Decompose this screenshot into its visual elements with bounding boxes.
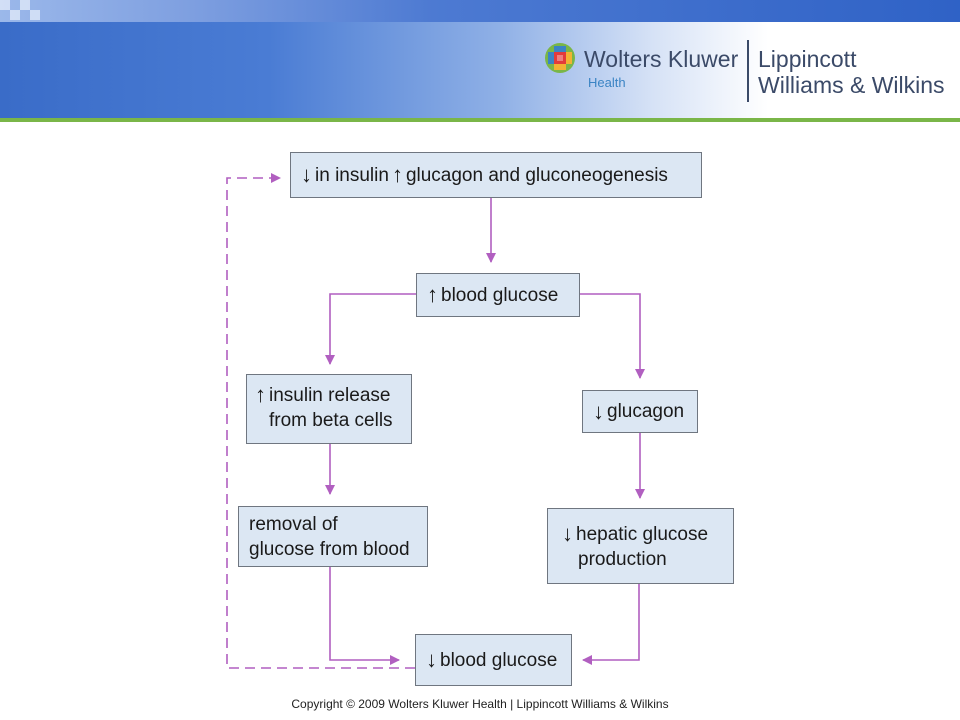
node-blood-glucose-increase: ↑ blood glucose <box>416 273 580 317</box>
down-arrow-icon: ↓ <box>593 398 604 424</box>
node-text-line: glucose from blood <box>249 538 410 560</box>
banner-checker <box>30 10 40 20</box>
connector-removal-to-glucose-down <box>329 567 400 665</box>
connector-glucose-up-to-glucagon <box>580 293 645 379</box>
logo-divider <box>747 40 749 102</box>
publisher-name: Wolters Kluwer <box>584 46 739 72</box>
up-arrow-icon: ↑ <box>255 382 266 407</box>
connector-feedback-loop <box>226 173 415 669</box>
imprint-name-line2: Williams & Wilkins <box>758 72 945 98</box>
node-text-block: hepatic glucose production <box>576 522 708 572</box>
down-arrow-icon: ↓ <box>301 162 312 187</box>
banner-checker <box>20 0 30 10</box>
down-arrow-icon: ↓ <box>426 647 437 672</box>
banner-checker <box>10 10 20 20</box>
node-text: in insulin <box>315 164 389 186</box>
banner-top-stripe <box>0 0 960 22</box>
connector-hepatic-to-glucose-down <box>582 584 640 665</box>
imprint-name-line1: Lippincott <box>758 46 857 72</box>
node-text: glucagon and gluconeogenesis <box>405 164 668 186</box>
copyright-notice: Copyright © 2009 Wolters Kluwer Health |… <box>291 697 669 711</box>
banner-green-line <box>0 118 960 122</box>
up-arrow-icon: ↑ <box>427 282 438 307</box>
connector-glucose-up-to-insulin <box>325 293 416 365</box>
node-text: glucagon <box>607 401 685 422</box>
node-removal-of-glucose: removal of glucose from blood <box>238 506 428 567</box>
node-glucagon-decrease: ↓ glucagon <box>582 390 698 433</box>
down-arrow-icon: ↓ <box>562 521 573 546</box>
node-text-block: removal of glucose from blood <box>249 512 410 562</box>
node-text-line: removal of <box>249 513 338 535</box>
publisher-subtitle: Health <box>588 75 626 90</box>
node-insulin-glucagon-gluconeogenesis: ↓ in insulin ↑ glucagon and gluconeogene… <box>290 152 702 198</box>
node-text-line: hepatic glucose <box>576 524 709 545</box>
up-arrow-icon: ↑ <box>391 162 403 187</box>
node-blood-glucose-decrease: ↓ blood glucose <box>415 634 572 686</box>
node-text-line: from beta cells <box>269 410 393 431</box>
banner-checker <box>0 0 10 10</box>
node-insulin-release: ↑ insulin release from beta cells <box>246 374 412 444</box>
node-text: blood glucose <box>440 649 558 671</box>
wolters-kluwer-logo-icon <box>545 43 575 73</box>
node-text-block: insulin release from beta cells <box>269 383 393 433</box>
node-text-line: insulin release <box>269 385 391 406</box>
header-banner <box>0 0 960 118</box>
node-text-line: production <box>578 549 667 570</box>
node-text: blood glucose <box>441 284 559 306</box>
node-hepatic-glucose-production: ↓ hepatic glucose production <box>547 508 734 584</box>
